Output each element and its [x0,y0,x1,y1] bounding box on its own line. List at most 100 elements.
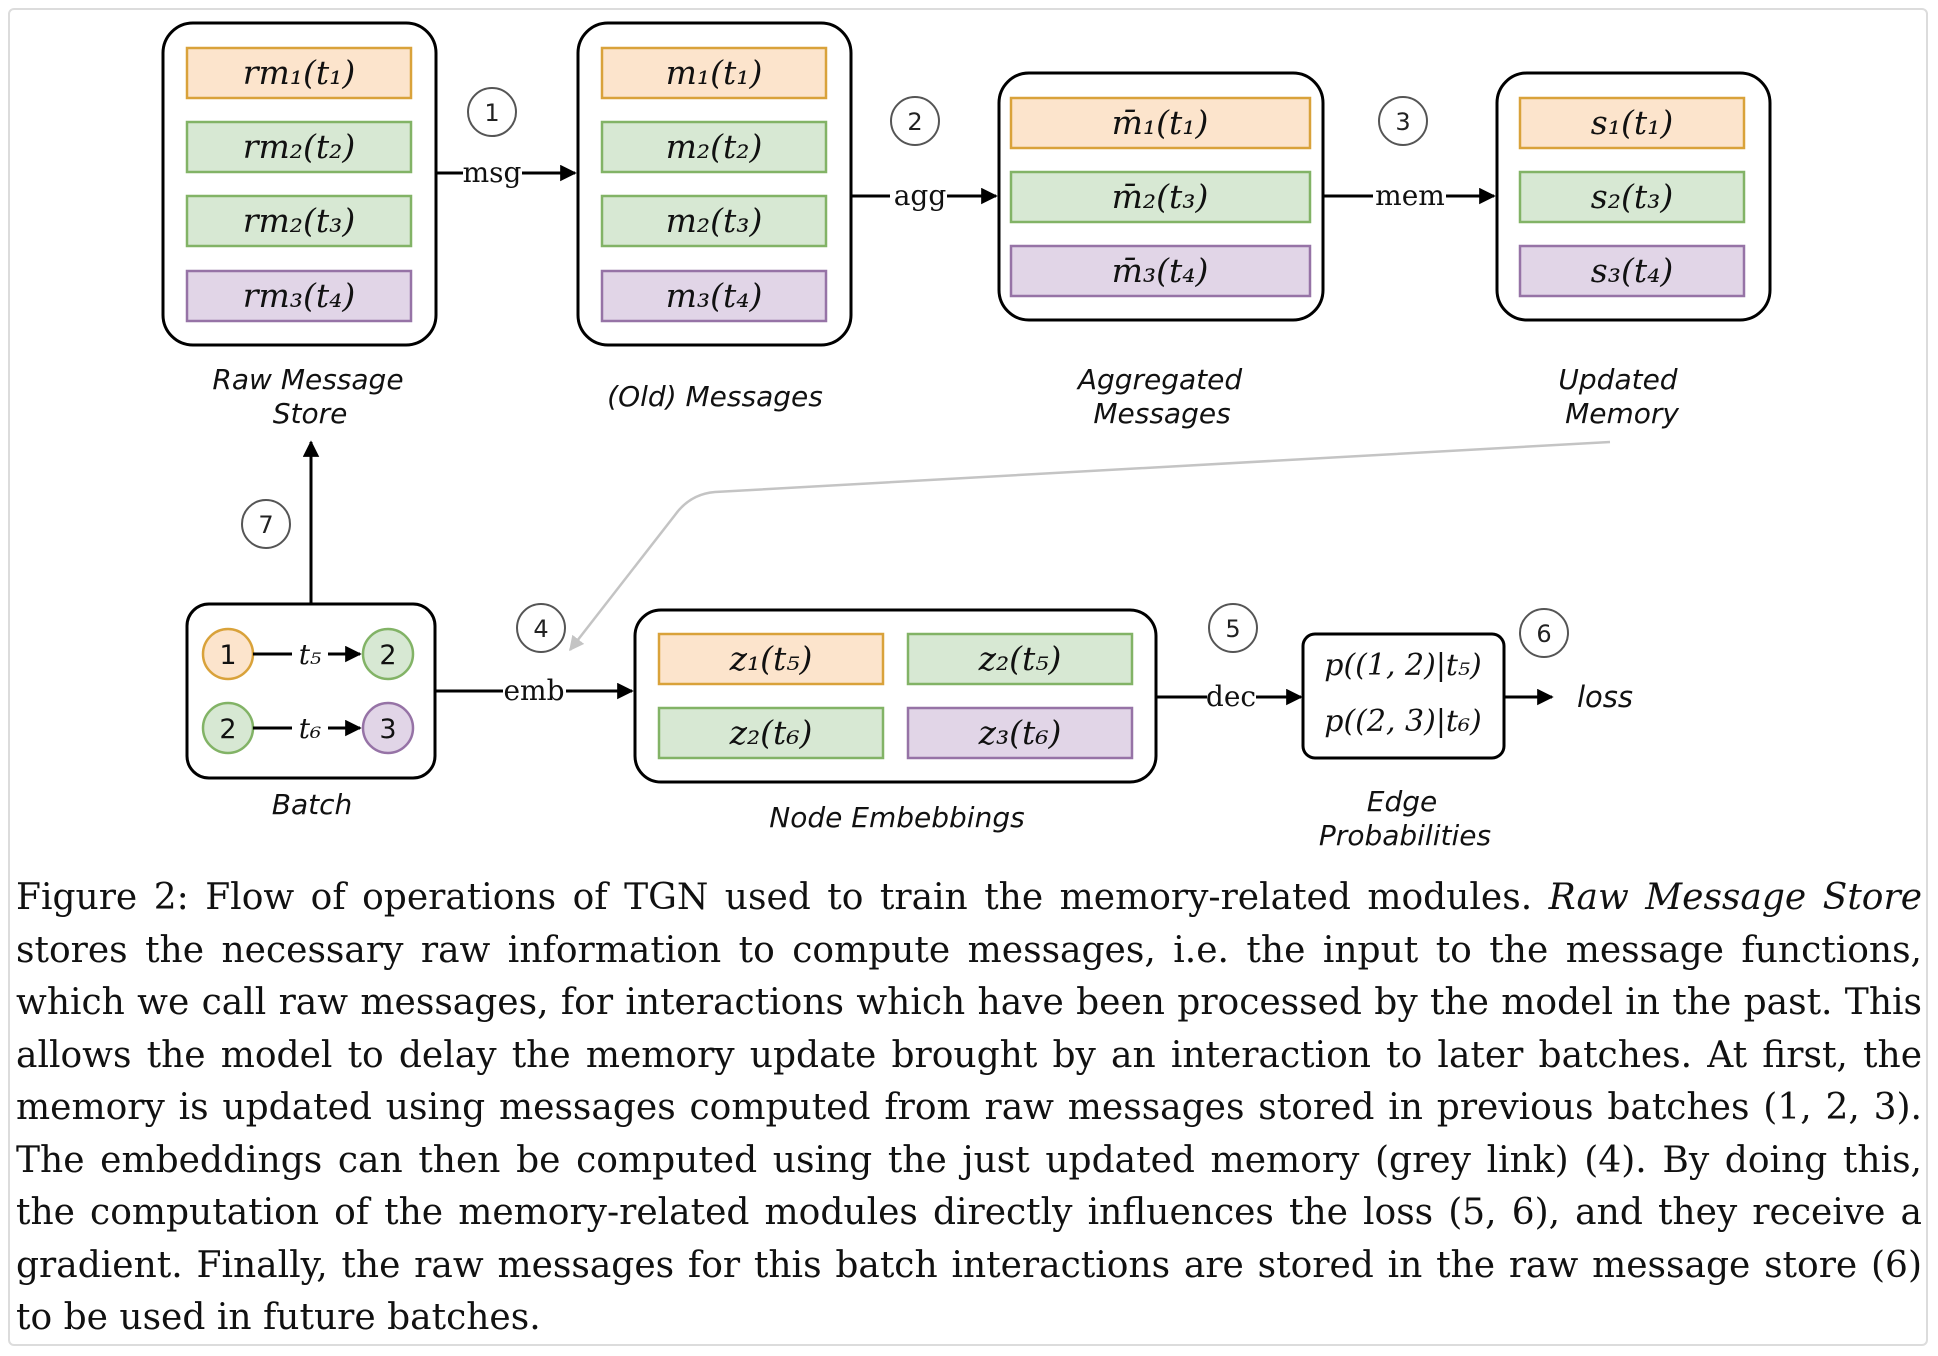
step-circle [1519,608,1569,658]
batch-edge-label: t₅ [299,638,321,671]
edge-probability-label: p((1, 2)|t₅) [1324,648,1481,683]
raw-message-label: rm₂(t₂) [243,127,356,166]
step-circle [467,87,517,137]
memory-cell [1518,96,1746,150]
updated-memory: s₁(t₁) s₂(t₃) s₃(t₄) Updated Memory [1495,71,1772,430]
raw-message-label: rm₃(t₄) [243,276,356,315]
step-number: 5 [1225,615,1240,643]
aggregated-message-cell [1009,96,1312,150]
step-circle [1378,96,1428,146]
mem-edge: mem [1323,179,1496,212]
emb-edge: emb [435,674,634,707]
step-circle [1208,603,1258,653]
raw-message-store-title: Store [273,397,348,430]
batch-title: Batch [272,788,353,821]
embedding-cell [657,632,885,686]
mem-label: mem [1375,179,1445,212]
step-6: 6 [1519,608,1569,658]
raw-message-label: rm₁(t₁) [243,53,356,92]
figure-caption: Figure 2: Flow of operations of TGN used… [16,872,1922,1345]
step-circle [890,96,940,146]
grey-link-arrow [569,440,1611,652]
raw-message-cell [185,269,413,323]
memory-cell [1518,170,1746,224]
message-cell [600,194,828,248]
dec-label: dec [1206,680,1256,713]
step-number: 7 [258,511,273,539]
updated-memory-title: Memory [1565,397,1679,430]
batch: 1 t₅ 2 2 t₆ 3 Batch [185,602,437,821]
step-circle [516,603,566,653]
batch-node-label: 3 [379,714,396,745]
raw-message-store-title: Raw Message [212,363,403,396]
aggregated-message-cell [1009,244,1312,298]
aggregated-message-label: m̄₂(t₃) [1112,177,1209,216]
loss-label: loss [1577,680,1633,714]
node-embeddings: z₁(t₅) z₂(t₅) z₂(t₆) z₃(t₆) Node Embebbi… [633,608,1158,834]
message-cell [600,269,828,323]
step-1: 1 [467,87,517,137]
edge-probabilities-title: Probabilities [1319,819,1491,852]
step-7: 7 [241,499,291,549]
edge-probabilities-title: Edge [1367,785,1437,818]
caption-body: stores the necessary raw information to … [16,929,1922,1339]
raw-message-cell [185,120,413,174]
message-cell [600,120,828,174]
step-4: 4 [516,603,566,653]
aggregated-message-cell [1009,170,1312,224]
node-embeddings-title: Node Embebbings [769,801,1024,834]
aggregated-messages-title: Aggregated [1076,363,1243,396]
step-5: 5 [1208,603,1258,653]
raw-message-cell [185,46,413,100]
embedding-label: z₃(t₆) [978,713,1062,752]
batch-node [361,627,415,681]
batch-node-label: 2 [219,714,236,745]
batch-node-label: 2 [379,640,396,671]
edge-probabilities: p((1, 2)|t₅) p((2, 3)|t₆) Edge Probabili… [1301,632,1506,852]
aggregated-messages: m̄₁(t₁) m̄₂(t₃) m̄₃(t₄) Aggregated Messa… [997,71,1325,430]
step-number: 2 [907,108,922,136]
step-number: 3 [1395,108,1410,136]
emb-label: emb [503,674,564,707]
aggregated-message-label: m̄₁(t₁) [1112,103,1209,142]
caption-emphasis: Raw Message Store [1548,877,1922,918]
message-label: m₁(t₁) [666,53,763,92]
aggregated-message-label: m̄₃(t₄) [1112,251,1209,290]
tgn-flow-diagram: rm₁(t₁) rm₂(t₂) rm₂(t₃) rm₃(t₄) Raw Mess… [161,21,1772,852]
step-3: 3 [1378,96,1428,146]
step-circle [241,499,291,549]
embedding-label: z₂(t₅) [978,639,1062,678]
batch-node [361,701,415,755]
step-number: 4 [533,615,548,643]
step-2: 2 [890,96,940,146]
embedding-label: z₂(t₆) [729,713,813,752]
step-number: 6 [1536,620,1551,648]
old-messages-title: (Old) Messages [607,380,823,413]
message-label: m₂(t₃) [666,201,763,240]
memory-cell [1518,244,1746,298]
raw-message-store-box [161,21,438,347]
old-messages-box [576,21,853,347]
embedding-cell [906,706,1134,760]
embedding-cell [906,632,1134,686]
message-cell [600,46,828,100]
msg-edge: msg [437,156,577,189]
dec-edge: dec [1156,680,1303,713]
aggregated-messages-title: Messages [1093,397,1230,430]
msg-label: msg [463,156,522,189]
memory-label: s₂(t₃) [1591,177,1673,216]
batch-edge-label: t₆ [299,712,321,745]
old-messages: m₁(t₁) m₂(t₂) m₂(t₃) m₃(t₄) (Old) Messag… [576,21,853,413]
raw-message-label: rm₂(t₃) [243,201,356,240]
caption-prefix: Figure 2: Flow of operations of TGN used… [16,877,1549,918]
embedding-label: z₁(t₅) [729,639,813,678]
message-label: m₃(t₄) [666,276,763,315]
batch-node-label: 1 [219,640,236,671]
agg-edge: agg [852,179,998,212]
memory-label: s₁(t₁) [1591,103,1673,142]
raw-message-store: rm₁(t₁) rm₂(t₂) rm₂(t₃) rm₃(t₄) Raw Mess… [161,21,438,430]
step-number: 1 [484,99,499,127]
embedding-cell [657,706,885,760]
message-label: m₂(t₂) [666,127,763,166]
agg-label: agg [894,179,947,212]
